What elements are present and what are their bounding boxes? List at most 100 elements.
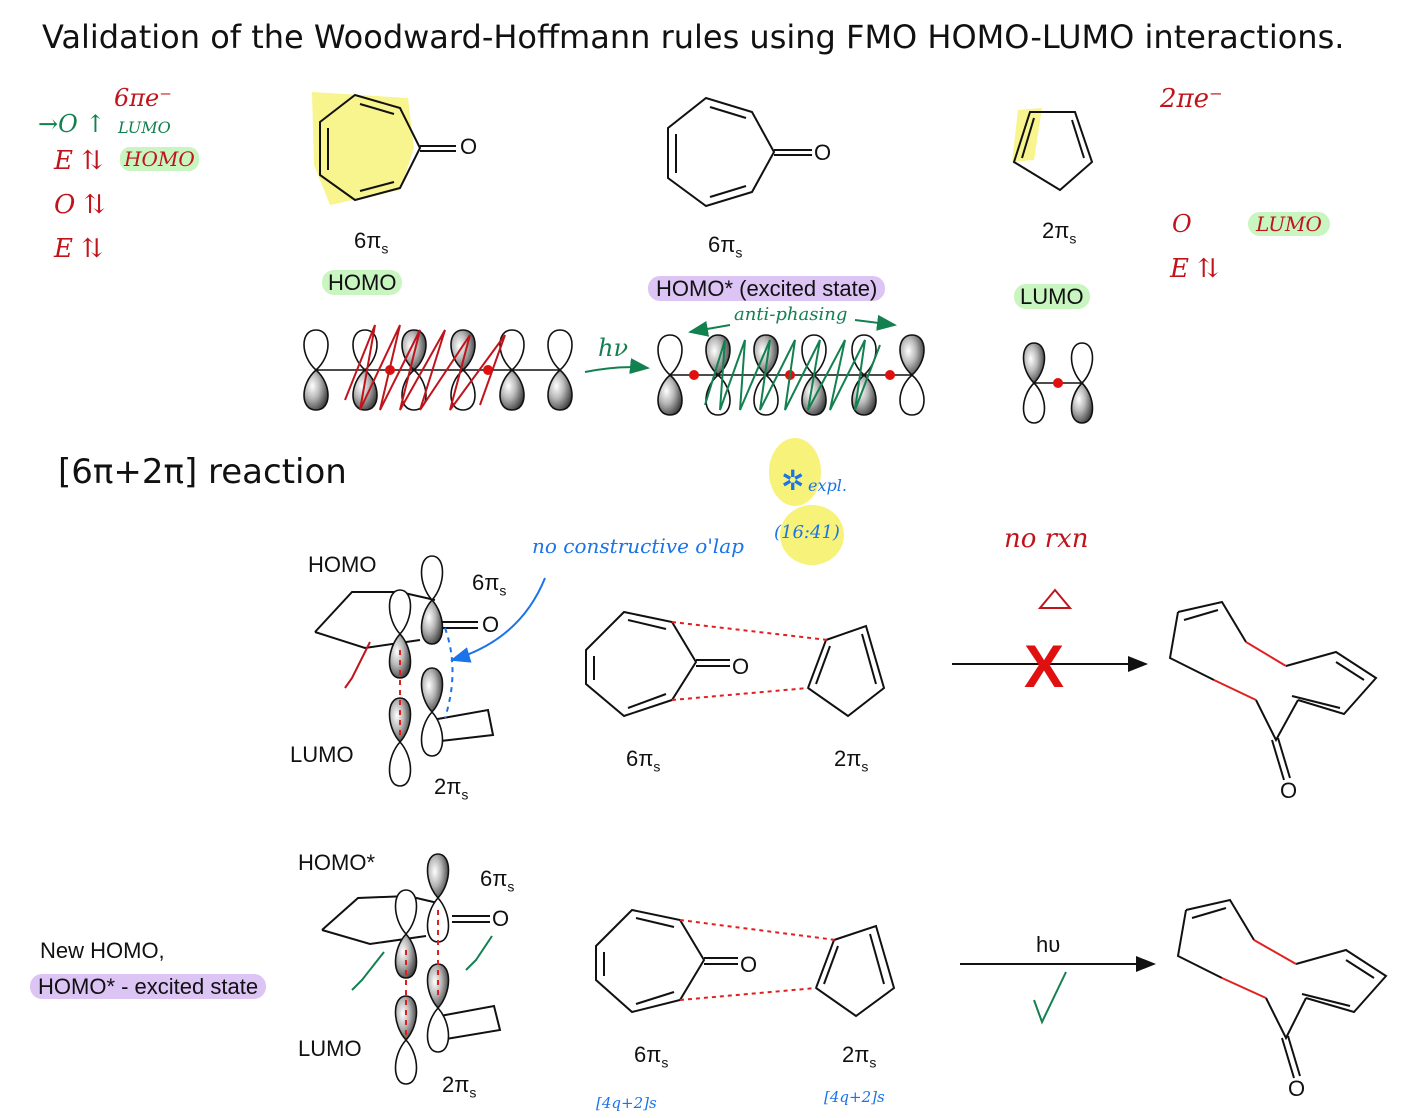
homo-note-red: HOMO bbox=[120, 147, 199, 171]
photo-product-oxygen-label: O bbox=[1288, 1076, 1306, 1101]
orbital-lobe bbox=[657, 334, 683, 377]
cp-pi-label: 2πs bbox=[1042, 218, 1077, 247]
orbital-lobe bbox=[420, 710, 444, 757]
lumo-orbital-array bbox=[1022, 342, 1094, 424]
thermal-homo-label: HOMO bbox=[308, 552, 377, 577]
yellow-highlight bbox=[312, 92, 414, 205]
new-homo-label: New HOMO, bbox=[40, 938, 165, 963]
thermal-approach-structures bbox=[585, 610, 886, 718]
node-dot bbox=[483, 365, 493, 375]
photo-mid-two-pi-label: 2πs bbox=[842, 1042, 877, 1071]
thermal-product-oxygen-label: O bbox=[1280, 778, 1298, 803]
orbital-lobe bbox=[899, 373, 925, 416]
hv-arrow bbox=[584, 358, 650, 375]
orbital-lobe bbox=[1070, 381, 1094, 424]
oxygen-label-1: O bbox=[460, 134, 478, 159]
page-title: Validation of the Woodward-Hoffmann rule… bbox=[42, 18, 1345, 56]
orbital-lobe bbox=[1070, 342, 1094, 385]
orbital-lobe bbox=[303, 329, 329, 372]
orbital-lobe bbox=[499, 329, 525, 372]
photo-mid-oxygen-label: O bbox=[740, 952, 758, 977]
orbital-lobe bbox=[394, 932, 418, 979]
photo-six-pi-label: 6πs bbox=[480, 866, 515, 895]
tropone-excited-structure bbox=[667, 96, 812, 208]
orbital-lobe bbox=[394, 889, 418, 936]
orbital-lobe bbox=[394, 1038, 418, 1085]
orbital-lobe bbox=[388, 589, 412, 636]
homo-star-excited-label: HOMO* - excited state bbox=[30, 974, 267, 1000]
no-rxn-note: no rxn bbox=[1004, 524, 1089, 554]
checkmark-icon bbox=[1033, 971, 1067, 1025]
thermal-two-pi-label: 2πs bbox=[434, 774, 469, 803]
six-pi-electrons-note: 6πe⁻ bbox=[114, 84, 172, 112]
photo-approach-structures bbox=[595, 908, 896, 1018]
orbital-lobe bbox=[426, 1006, 450, 1053]
orbital-lobe bbox=[420, 598, 444, 645]
star-highlight bbox=[769, 438, 821, 506]
right-o-note: O bbox=[1172, 210, 1192, 238]
level-2-note: E ⇅ bbox=[54, 146, 104, 176]
orbital-lobe bbox=[420, 555, 444, 602]
no-overlap-note: no constructive o'lap bbox=[532, 534, 744, 558]
thermal-mid-six-pi-label: 6πs bbox=[626, 746, 661, 775]
photo-oxygen-label: O bbox=[492, 906, 510, 931]
photo-orbital-picture bbox=[321, 853, 502, 1085]
orbital-lobe bbox=[1022, 342, 1046, 385]
photo-lumo-label: LUMO bbox=[298, 1036, 362, 1061]
node-dot bbox=[1053, 378, 1063, 388]
woodward-hoffmann-left-note: [4q+2]s bbox=[596, 1094, 657, 1112]
node-dot bbox=[689, 370, 699, 380]
thermal-orbital-picture bbox=[314, 555, 546, 787]
level-3-note: O ⇅ bbox=[54, 190, 106, 220]
orbital-lobe bbox=[1022, 381, 1046, 424]
orbital-lobe bbox=[705, 334, 731, 377]
orbital-lobe bbox=[499, 368, 525, 411]
thermal-mid-oxygen-label: O bbox=[732, 654, 750, 679]
cyclopentene-structure bbox=[1012, 108, 1094, 192]
tropone-2-pi-label: 6πs bbox=[708, 232, 743, 261]
expl-note: expl. bbox=[808, 476, 847, 495]
thermal-mid-two-pi-label: 2πs bbox=[834, 746, 869, 775]
thermal-lumo-label: LUMO bbox=[290, 742, 354, 767]
homo-label: HOMO bbox=[322, 270, 403, 296]
orbital-lobe bbox=[303, 368, 329, 411]
photo-homo-star-label: HOMO* bbox=[298, 850, 375, 875]
orbital-lobe bbox=[352, 368, 378, 411]
star-icon: ✲ bbox=[781, 465, 804, 496]
photo-hv-label: hυ bbox=[1036, 932, 1061, 957]
orbital-lobe bbox=[420, 667, 444, 714]
anti-phasing-left-arrow bbox=[688, 321, 731, 337]
tropone-homo-structure bbox=[312, 92, 456, 205]
timestamp-highlight bbox=[780, 505, 844, 565]
lumo-note-right: LUMO bbox=[1248, 212, 1330, 236]
anti-phasing-note: anti-phasing bbox=[734, 304, 848, 325]
level-4-note: E ⇅ bbox=[54, 234, 104, 264]
orbital-lobe bbox=[899, 334, 925, 377]
red-scribble bbox=[344, 324, 506, 411]
green-scribble bbox=[704, 339, 881, 411]
hv-note: hν bbox=[598, 334, 629, 362]
photo-product-structure bbox=[1176, 898, 1388, 1079]
anti-phasing-right-arrow bbox=[854, 314, 897, 331]
forbidden-cross-icon: X bbox=[1024, 633, 1065, 700]
node-dot bbox=[885, 370, 895, 380]
reaction-heading: [6π+2π] reaction bbox=[58, 452, 347, 492]
thermal-six-pi-label: 6πs bbox=[472, 570, 507, 599]
lumo-label: LUMO bbox=[1014, 284, 1090, 310]
thermal-oxygen-label: O bbox=[482, 612, 500, 637]
level-1-note: →O ↑ bbox=[38, 110, 106, 138]
orbital-lobe bbox=[547, 329, 573, 372]
thermal-product-structure bbox=[1168, 600, 1378, 781]
photo-two-pi-label: 2πs bbox=[442, 1072, 477, 1101]
orbital-lobe bbox=[388, 740, 412, 787]
orbital-lobe bbox=[657, 373, 683, 416]
orbital-lobe bbox=[547, 368, 573, 411]
woodward-hoffmann-right-note: [4q+2]s bbox=[824, 1088, 885, 1106]
photo-mid-six-pi-label: 6πs bbox=[634, 1042, 669, 1071]
lumo-note-green: LUMO bbox=[118, 118, 171, 137]
two-pi-electrons-note: 2πe⁻ bbox=[1160, 84, 1223, 114]
heat-triangle-icon bbox=[1037, 588, 1073, 609]
tropone-1-pi-label: 6πs bbox=[354, 228, 389, 257]
orbital-lobe bbox=[426, 853, 450, 900]
